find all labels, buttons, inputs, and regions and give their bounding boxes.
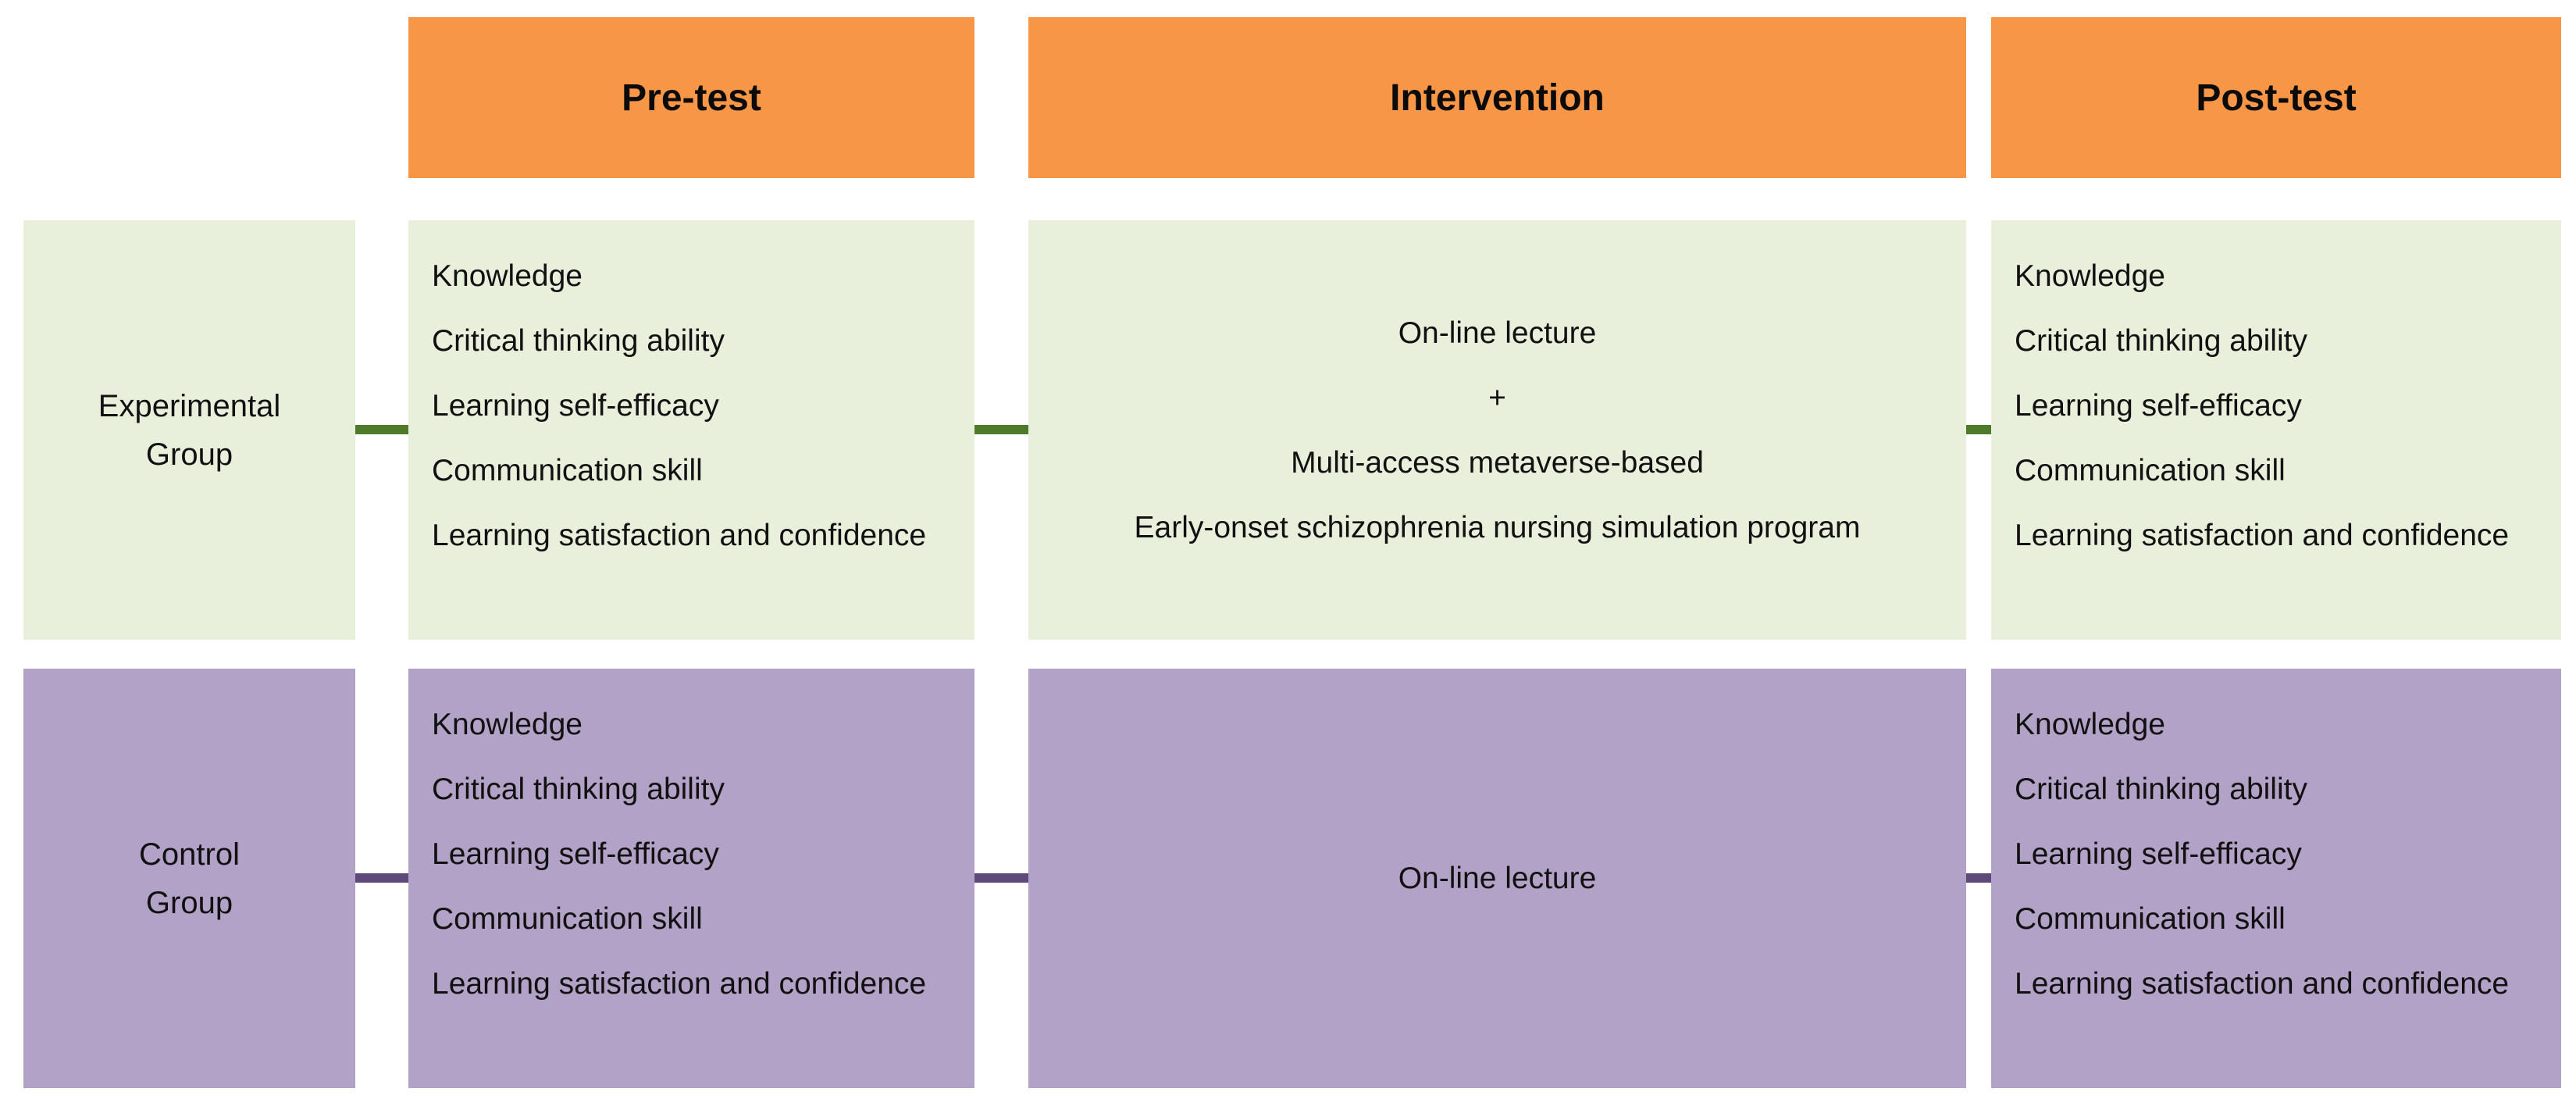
intervention-line: + [1488,380,1506,415]
list-item: Learning self-efficacy [432,389,719,423]
list-item: Communication skill [432,902,703,936]
header-pretest: Pre-test [408,17,974,178]
list-item: Knowledge [2015,259,2165,293]
list-item: Knowledge [2015,708,2165,741]
intervention-line: Multi-access metaverse-based [1291,445,1704,480]
header-posttest-label: Post-test [2196,77,2357,119]
control-group-label-line2: Group [145,885,233,920]
list-item: Knowledge [432,708,583,741]
list-item: Communication skill [432,454,703,487]
control-posttest-box: Knowledge Critical thinking ability Lear… [1991,669,2561,1088]
intervention-line: On-line lecture [1398,316,1597,350]
list-item: Critical thinking ability [2015,773,2307,806]
header-posttest: Post-test [1991,17,2561,178]
connector-ctl-label-pretest [350,873,414,883]
experimental-intervention-box: On-line lecture + Multi-access metaverse… [1028,220,1966,640]
intervention-line: On-line lecture [1398,862,1597,895]
list-item: Communication skill [2015,902,2286,936]
connector-exp-label-pretest [350,425,414,434]
experimental-posttest-box: Knowledge Critical thinking ability Lear… [1991,220,2561,640]
experimental-group-label-line1: Experimental [98,388,281,423]
list-item: Critical thinking ability [432,773,725,806]
experimental-group-label-line2: Group [145,437,233,472]
intervention-line: Early-onset schizophrenia nursing simula… [1134,510,1861,544]
header-pretest-label: Pre-test [622,77,761,119]
list-item: Learning self-efficacy [2015,837,2302,871]
list-item: Critical thinking ability [432,324,725,358]
connector-ctl-intervention-posttest [1957,873,2001,883]
experimental-pretest-box: Knowledge Critical thinking ability Lear… [408,220,974,640]
list-item: Learning satisfaction and confidence [432,967,927,1001]
connector-exp-intervention-posttest [1957,425,2001,434]
list-item: Learning satisfaction and confidence [432,519,927,552]
list-item: Learning self-efficacy [2015,389,2302,423]
list-item: Learning self-efficacy [432,837,719,871]
control-group-label-line1: Control [139,837,240,872]
control-pretest-box: Knowledge Critical thinking ability Lear… [408,669,974,1088]
control-intervention-box: On-line lecture [1028,669,1966,1088]
connector-exp-pretest-intervention [969,425,1034,434]
header-intervention: Intervention [1028,17,1966,178]
list-item: Learning satisfaction and confidence [2015,967,2510,1001]
list-item: Learning satisfaction and confidence [2015,519,2510,552]
list-item: Critical thinking ability [2015,324,2307,358]
control-group-label-box: Control Group [23,669,355,1088]
connector-ctl-pretest-intervention [969,873,1034,883]
list-item: Knowledge [432,259,583,293]
experimental-group-label-box: Experimental Group [23,220,355,640]
header-intervention-label: Intervention [1390,77,1605,119]
list-item: Communication skill [2015,454,2286,487]
